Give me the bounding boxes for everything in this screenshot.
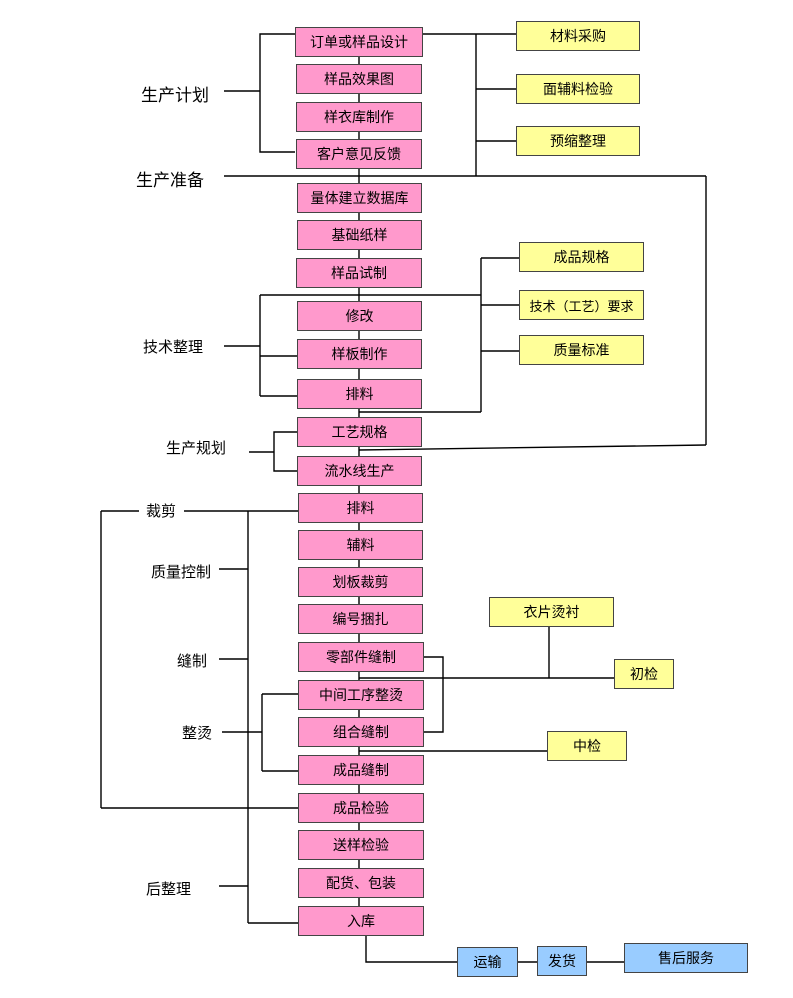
step-combined-sewing: 组合缝制 <box>298 717 424 747</box>
box-first-inspection: 初检 <box>614 659 674 689</box>
step-parts-sewing: 零部件缝制 <box>298 642 424 672</box>
label-pressing: 整烫 <box>182 724 213 742</box>
box-transport: 运输 <box>457 947 518 977</box>
box-mid-inspection: 中检 <box>547 731 627 761</box>
box-fabric-inspection: 面辅料检验 <box>516 74 640 104</box>
step-layout-2: 排料 <box>298 493 423 523</box>
label-production-plan: 生产计划 <box>141 86 209 106</box>
box-piece-interlining: 衣片烫衬 <box>489 597 614 627</box>
label-production-prep: 生产准备 <box>136 171 204 191</box>
step-process-spec: 工艺规格 <box>297 417 422 447</box>
box-quality-standard: 质量标准 <box>519 335 644 365</box>
step-finished-inspection: 成品检验 <box>298 793 424 823</box>
step-sample-inspection: 送样检验 <box>298 830 424 860</box>
label-finishing: 后整理 <box>146 880 192 898</box>
step-sample-making: 样衣库制作 <box>296 102 422 132</box>
box-after-sales: 售后服务 <box>624 943 748 973</box>
step-accessories: 辅料 <box>298 530 423 560</box>
step-intermediate-pressing: 中间工序整烫 <box>298 680 424 710</box>
step-order-design: 订单或样品设计 <box>295 27 423 57</box>
step-base-pattern: 基础纸样 <box>297 220 422 250</box>
step-warehousing: 入库 <box>298 906 424 936</box>
box-tech-requirements: 技术（工艺）要求 <box>519 290 644 320</box>
box-shipping: 发货 <box>537 946 587 976</box>
step-measure-database: 量体建立数据库 <box>297 183 422 213</box>
box-product-spec: 成品规格 <box>519 242 644 272</box>
step-customer-feedback: 客户意见反馈 <box>296 139 422 169</box>
label-cutting: 裁剪 <box>146 502 177 520</box>
label-sewing: 缝制 <box>177 652 208 670</box>
step-assembly-line: 流水线生产 <box>297 456 422 486</box>
label-production-planning: 生产规划 <box>166 439 227 457</box>
step-modify: 修改 <box>297 301 422 331</box>
step-finished-sewing: 成品缝制 <box>298 755 424 785</box>
step-sample-rendering: 样品效果图 <box>296 64 422 94</box>
box-material-purchase: 材料采购 <box>516 21 640 51</box>
label-quality-control: 质量控制 <box>151 563 212 581</box>
step-sample-trial: 样品试制 <box>296 258 422 288</box>
box-preshrink: 预缩整理 <box>516 126 640 156</box>
step-cutting: 划板裁剪 <box>298 567 423 597</box>
label-tech-arrangement: 技术整理 <box>143 338 204 356</box>
step-packing: 配货、包装 <box>298 868 424 898</box>
step-numbering-bundling: 编号捆扎 <box>298 604 423 634</box>
step-template-making: 样板制作 <box>297 339 422 369</box>
step-layout-1: 排料 <box>297 379 422 409</box>
